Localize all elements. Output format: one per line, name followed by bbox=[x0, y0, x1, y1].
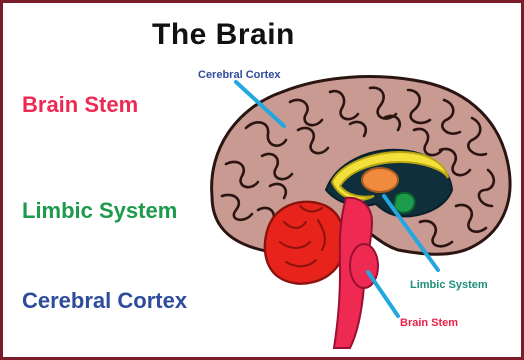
cerebellum-shape bbox=[265, 202, 344, 284]
callout-cerebral-cortex: Cerebral Cortex bbox=[198, 69, 281, 81]
limbic-green-shape bbox=[394, 193, 415, 213]
callout-limbic-system: Limbic System bbox=[410, 279, 488, 291]
callout-line-stem bbox=[368, 272, 398, 316]
thalamus-shape bbox=[362, 168, 398, 192]
callout-brain-stem: Brain Stem bbox=[400, 317, 458, 329]
